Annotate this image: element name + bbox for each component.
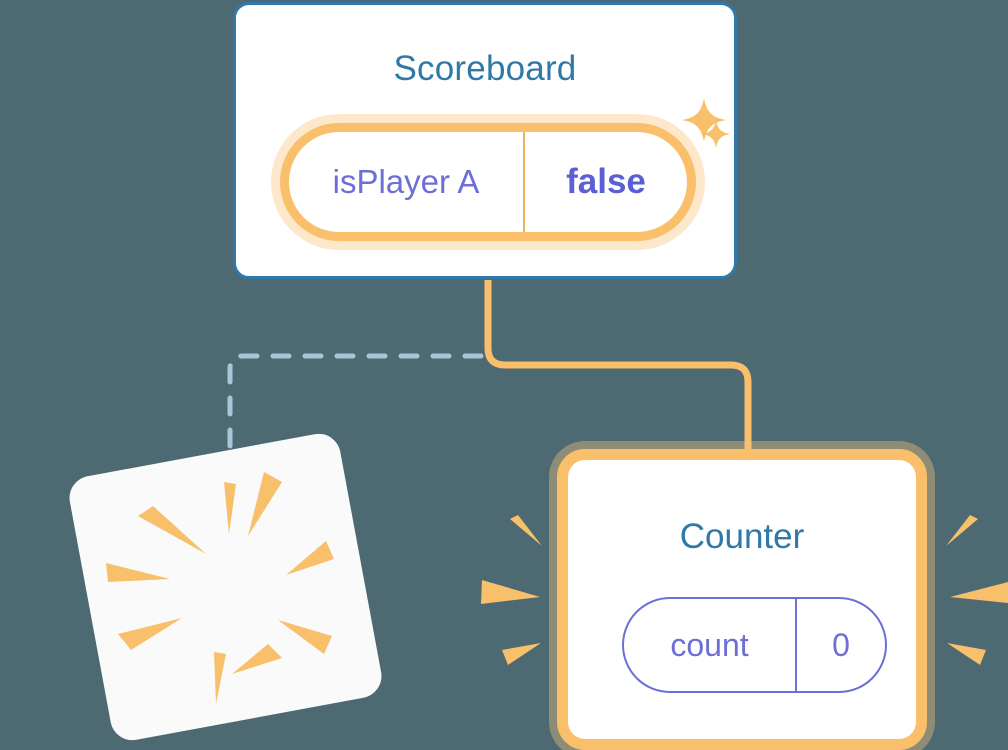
scoreboard-state-key: isPlayer A [289, 132, 525, 232]
connector-scoreboard-to-ghost [227, 353, 484, 481]
ray-ghost-9 [214, 652, 226, 704]
burst-ghost [106, 472, 334, 704]
scoreboard-state-pill[interactable]: isPlayer A false [280, 123, 696, 241]
ray-ghost-3 [138, 506, 206, 554]
ray-counter-left-2 [481, 580, 540, 604]
ray-ghost-1 [224, 482, 236, 534]
burst-counter-left [481, 515, 542, 665]
ray-counter-right-2 [950, 582, 1008, 604]
sparkle-small-icon [702, 120, 730, 148]
ray-counter-left-3 [502, 643, 541, 665]
counter-state-value: 0 [832, 626, 850, 663]
scoreboard-state-value: false [566, 162, 646, 201]
ray-ghost-2 [248, 472, 282, 536]
ray-counter-left-1 [510, 515, 542, 546]
ray-ghost-4 [106, 563, 170, 582]
ray-ghost-5 [286, 541, 334, 575]
ray-ghost-8 [118, 618, 182, 650]
counter-title: Counter [679, 517, 805, 556]
sparkle-large-icon [682, 98, 726, 142]
ray-ghost-6 [278, 620, 332, 654]
ray-counter-right-1 [946, 515, 978, 546]
burst-counter-right [946, 515, 1008, 665]
counter-card[interactable]: Counter count 0 [557, 449, 927, 750]
ray-counter-right-3 [947, 643, 986, 665]
counter-state-pill[interactable]: count 0 [622, 597, 887, 693]
scoreboard-card[interactable]: Scoreboard isPlayer A false [233, 2, 737, 279]
connector-scoreboard-to-counter [484, 280, 752, 470]
counter-state-key: count [624, 599, 797, 691]
scoreboard-title: Scoreboard [393, 49, 577, 88]
ray-ghost-7 [232, 644, 282, 674]
